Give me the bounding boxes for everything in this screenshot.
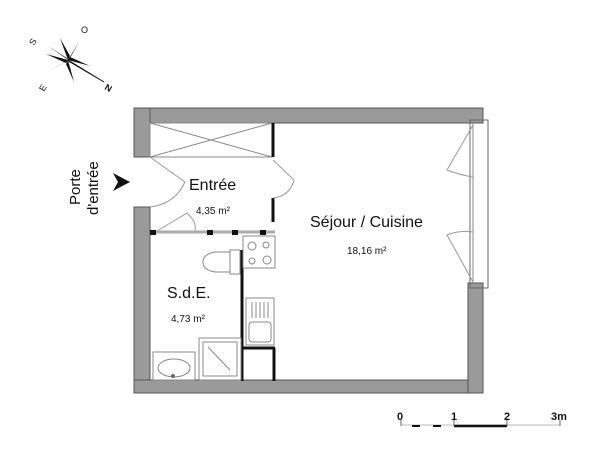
scale-tick-3: 3m — [551, 411, 567, 423]
scale-tick-2: 2 — [504, 411, 510, 423]
room-area-sejour: 18,16 m² — [347, 246, 387, 257]
outer-walls — [133, 107, 489, 394]
window-sashes — [446, 124, 474, 283]
room-name-sejour: Séjour / Cuisine — [310, 214, 423, 231]
scale-tick-1: 1 — [451, 411, 457, 423]
toilet-icon — [202, 249, 241, 275]
entrance-arrow-icon — [113, 173, 130, 191]
sde-door[interactable] — [156, 212, 196, 232]
shower-icon — [198, 337, 242, 381]
partitions — [150, 198, 276, 381]
scale-bar: 0 1 2 3m — [397, 411, 567, 428]
washbasin-icon — [152, 351, 196, 381]
doors — [149, 156, 295, 232]
compass-east: E — [37, 83, 49, 93]
fixtures — [152, 235, 276, 381]
stove-icon — [242, 235, 276, 269]
sejour-door[interactable] — [272, 159, 295, 199]
compass-south: S — [27, 37, 39, 47]
entrance-label-line1: Porte — [67, 169, 84, 205]
closet — [149, 122, 275, 158]
room-name-entree: Entrée — [189, 177, 236, 194]
room-name-sde: S.d.E. — [167, 285, 211, 302]
entrance-door[interactable] — [149, 156, 186, 208]
room-area-entree: 4,35 m² — [196, 206, 231, 217]
entrance-label-line2: d'entrée — [85, 161, 102, 215]
kitchen-sink-icon — [245, 297, 275, 346]
compass-west: O — [81, 25, 88, 35]
compass-rose-icon: S O E N — [27, 25, 114, 94]
entrance-marker: Porte d'entrée — [67, 161, 130, 215]
scale-tick-0: 0 — [397, 411, 403, 423]
room-area-sde: 4,73 m² — [171, 314, 206, 325]
compass-north: N — [103, 82, 114, 94]
